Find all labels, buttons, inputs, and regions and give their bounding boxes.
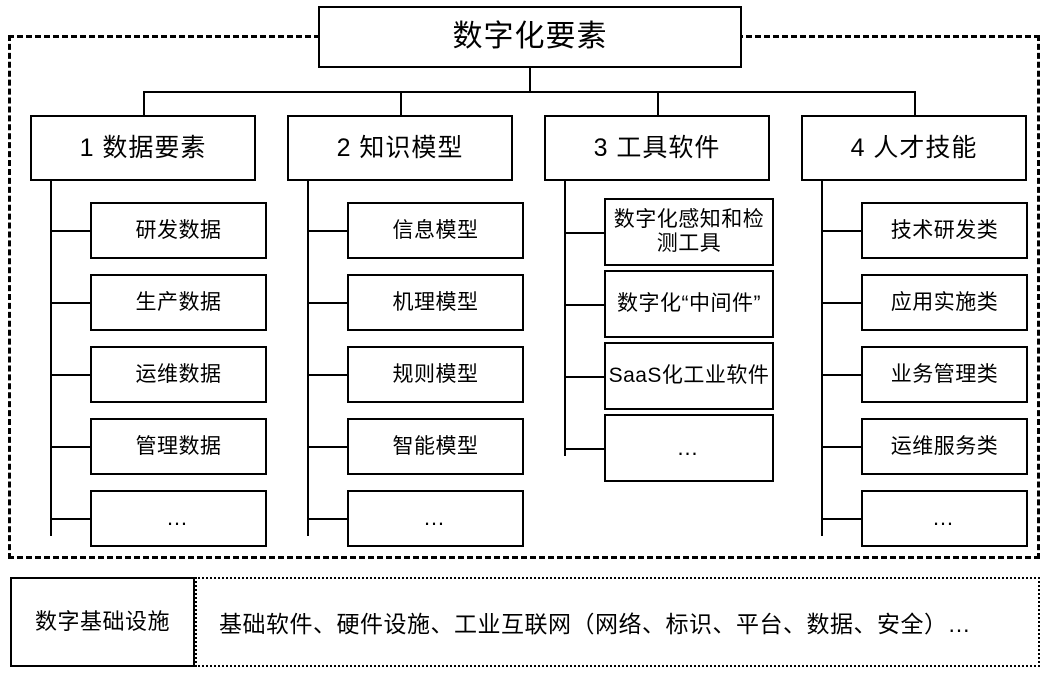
leaf-box[interactable]: SaaS化工业软件 [604,342,774,410]
pillar-4-stub-1 [821,230,863,232]
pillar-drop-connector-3 [657,91,659,115]
pillar-4-stub-2 [821,302,863,304]
root-node-digital-elements: 数字化要素 [318,6,742,68]
leaf-box-ellipsis[interactable]: … [90,490,267,547]
leaf-box-ellipsis[interactable]: … [347,490,524,547]
leaf-box[interactable]: 数字化感知和检测工具 [604,198,774,266]
infrastructure-description: 基础软件、硬件设施、工业互联网（网络、标识、平台、数据、安全）… [195,577,1040,667]
pillar-bus-connector [143,91,915,93]
pillar-header-tool-software[interactable]: 3 工具软件 [544,115,770,181]
pillar-1-stub-3 [50,374,92,376]
leaf-box[interactable]: 生产数据 [90,274,267,331]
leaf-box-ellipsis[interactable]: … [861,490,1028,547]
pillar-4-stub-4 [821,446,863,448]
pillar-3-stub-4 [564,448,606,450]
leaf-box[interactable]: 应用实施类 [861,274,1028,331]
pillar-drop-connector-4 [914,91,916,115]
pillar-header-knowledge-models[interactable]: 2 知识模型 [287,115,513,181]
pillar-3-stub-3 [564,376,606,378]
pillar-4-spine [821,181,823,536]
leaf-box[interactable]: 信息模型 [347,202,524,259]
infrastructure-label-box[interactable]: 数字基础设施 [10,577,195,667]
leaf-box[interactable]: 规则模型 [347,346,524,403]
pillar-2-stub-5 [307,518,349,520]
pillar-1-spine [50,181,52,536]
pillar-2-stub-1 [307,230,349,232]
leaf-box[interactable]: 管理数据 [90,418,267,475]
pillar-4-stub-3 [821,374,863,376]
pillar-1-stub-2 [50,302,92,304]
leaf-box[interactable]: 运维服务类 [861,418,1028,475]
pillar-3-stub-2 [564,304,606,306]
pillar-drop-connector-2 [400,91,402,115]
leaf-box[interactable]: 研发数据 [90,202,267,259]
pillar-3-stub-1 [564,232,606,234]
pillar-4-stub-5 [821,518,863,520]
leaf-box[interactable]: 机理模型 [347,274,524,331]
pillar-2-stub-2 [307,302,349,304]
pillar-1-stub-1 [50,230,92,232]
pillar-2-stub-3 [307,374,349,376]
pillar-3-spine [564,181,566,456]
pillar-header-talent-skills[interactable]: 4 人才技能 [801,115,1027,181]
leaf-box-ellipsis[interactable]: … [604,414,774,482]
pillar-1-stub-4 [50,446,92,448]
leaf-box[interactable]: 数字化“中间件” [604,270,774,338]
pillar-drop-connector-1 [143,91,145,115]
root-trunk-connector [529,68,531,92]
pillar-2-spine [307,181,309,536]
leaf-box[interactable]: 技术研发类 [861,202,1028,259]
pillar-header-data-elements[interactable]: 1 数据要素 [30,115,256,181]
leaf-box[interactable]: 业务管理类 [861,346,1028,403]
pillar-1-stub-5 [50,518,92,520]
leaf-box[interactable]: 智能模型 [347,418,524,475]
leaf-box[interactable]: 运维数据 [90,346,267,403]
pillar-2-stub-4 [307,446,349,448]
